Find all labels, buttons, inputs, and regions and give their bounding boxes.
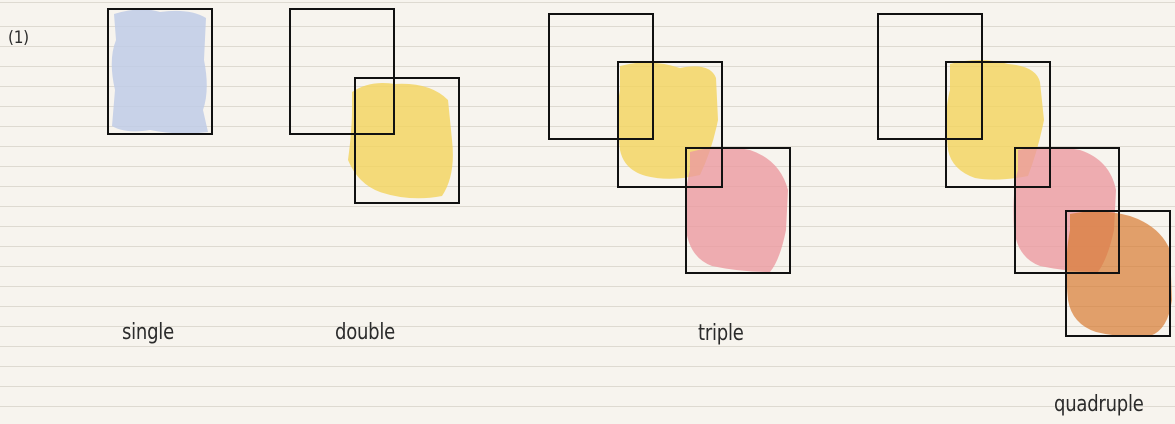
single-label: single (122, 320, 174, 345)
double-label: double (335, 320, 395, 345)
triple-group (549, 14, 790, 273)
triple-pink-shading (686, 147, 789, 272)
quadruple-group (878, 14, 1172, 337)
single-group (108, 9, 212, 134)
problem-number: (1) (8, 28, 29, 48)
quadruple-label: quadruple (1054, 392, 1144, 417)
triple-label: triple (698, 321, 744, 346)
double-group (290, 9, 459, 203)
double-yellow-shading (348, 83, 453, 198)
single-blue-shading (112, 9, 208, 133)
